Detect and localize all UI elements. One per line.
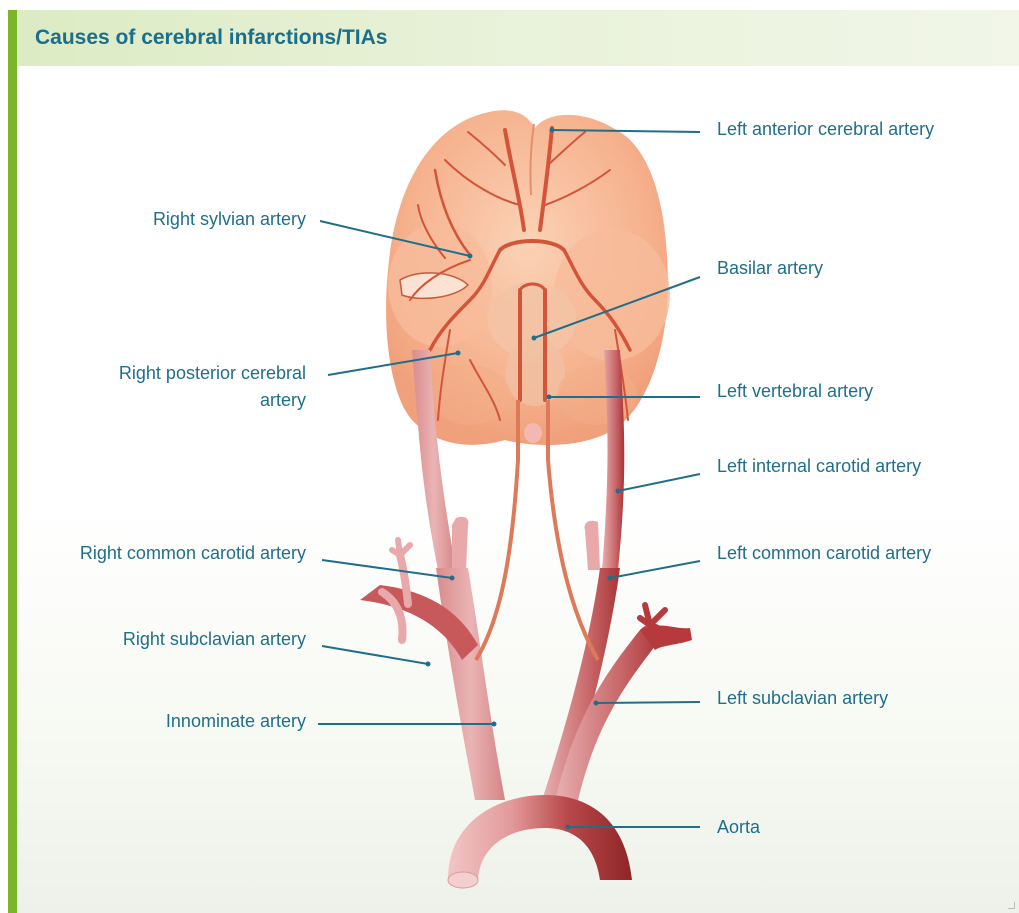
label-innominate-artery: Innominate artery xyxy=(166,710,306,733)
label-basilar-artery: Basilar artery xyxy=(717,257,823,280)
leader-left-common-carotid xyxy=(610,561,700,578)
aorta-cut-end xyxy=(448,872,478,888)
spinal-cord-stub xyxy=(524,423,542,443)
left-external-carotid-stub xyxy=(585,521,600,570)
right-thyrocervical-branches xyxy=(392,540,410,555)
aorta-shape xyxy=(448,795,632,880)
label-aorta: Aorta xyxy=(717,816,760,839)
label-left-internal-carotid-artery: Left internal carotid artery xyxy=(717,455,921,478)
resize-grip[interactable] xyxy=(1008,902,1015,909)
label-right-sylvian-artery: Right sylvian artery xyxy=(153,208,306,231)
leader-right-common-carotid xyxy=(322,560,452,578)
right-common-carotid xyxy=(436,568,505,800)
label-right-posterior-cerebral-line1: Right posterior cerebral xyxy=(119,362,306,385)
label-left-anterior-cerebral-artery: Left anterior cerebral artery xyxy=(717,118,934,141)
label-right-common-carotid-artery: Right common carotid artery xyxy=(80,542,306,565)
label-left-subclavian-artery: Left subclavian artery xyxy=(717,687,888,710)
label-right-subclavian-artery: Right subclavian artery xyxy=(123,628,306,651)
leader-left-internal-carotid xyxy=(618,474,700,491)
right-external-carotid-stub xyxy=(452,517,469,570)
label-left-vertebral-artery: Left vertebral artery xyxy=(717,380,873,403)
label-right-posterior-cerebral-line2: artery xyxy=(260,389,306,412)
left-thyrocervical-branches xyxy=(640,605,665,625)
label-left-common-carotid-artery: Left common carotid artery xyxy=(717,542,931,565)
leader-right-subclavian xyxy=(322,646,428,664)
aortic-arch xyxy=(448,795,632,888)
leader-left-subclavian xyxy=(596,702,700,703)
medulla xyxy=(505,338,565,406)
